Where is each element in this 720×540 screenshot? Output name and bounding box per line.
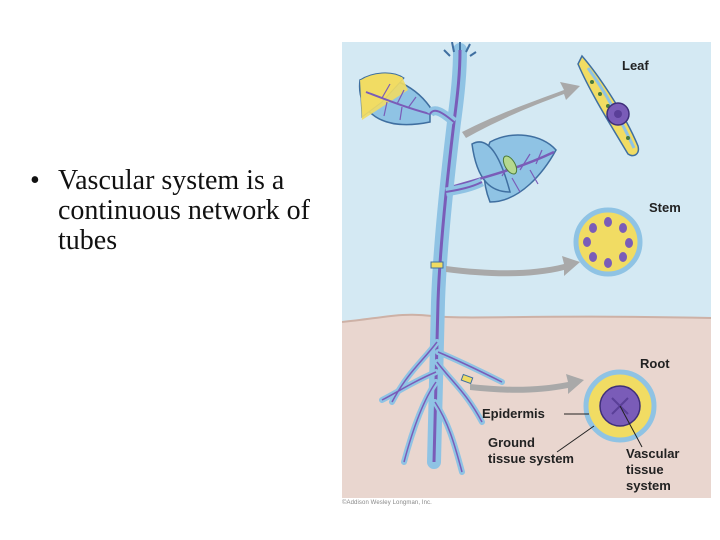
stem-cut-marker: [430, 261, 444, 269]
leaf-label: Leaf: [622, 58, 649, 73]
soil-line: [341, 313, 712, 323]
root-label: Root: [640, 356, 670, 371]
bullet-symbol: •: [30, 165, 40, 196]
ground-tissue-label-line1: Ground: [488, 435, 535, 450]
epidermis-label: Epidermis: [482, 406, 545, 421]
plant-vascular-diagram: Leaf Stem Root Epidermis Ground tissue s…: [341, 40, 712, 498]
root-system: [379, 339, 505, 475]
leader-lines: [556, 405, 643, 453]
bullet-text: Vascular system is a continuous network …: [58, 165, 310, 256]
root-cut-marker: [460, 373, 474, 385]
image-credit: ©Addison Wesley Longman, Inc.: [342, 500, 432, 506]
ground-tissue-label-line2: tissue system: [488, 451, 574, 466]
upper-left-leaf: [358, 72, 431, 126]
callout-arrows: [446, 82, 584, 394]
vascular-tissue-label-line3: system: [626, 478, 671, 493]
stem-label: Stem: [649, 200, 681, 215]
vascular-tissue-label-line1: Vascular: [626, 446, 680, 461]
vascular-tissue-label-line2: tissue: [626, 462, 664, 477]
stem-cross-section: [573, 207, 643, 277]
leaf-cross-section: [577, 54, 640, 157]
right-leaf: [441, 134, 557, 203]
